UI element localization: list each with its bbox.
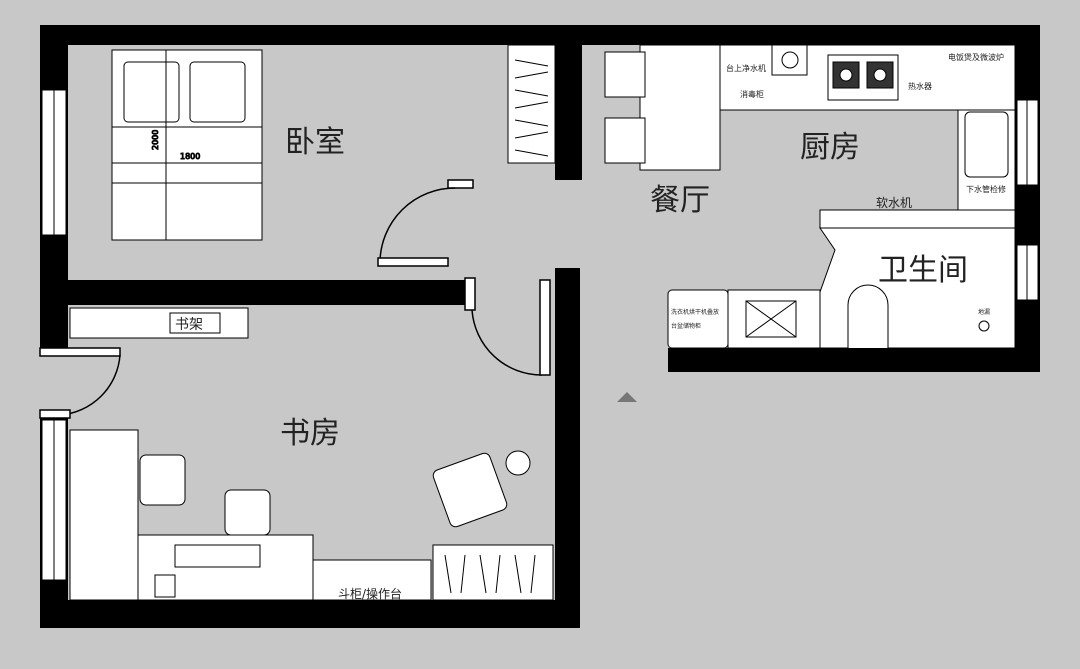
room-kitchen: 厨房 bbox=[800, 130, 860, 165]
cooker-label: 电饭煲及微波炉 bbox=[948, 52, 1004, 62]
floor-drain-label: 地漏 bbox=[978, 308, 990, 316]
room-dining: 餐厅 bbox=[650, 183, 710, 218]
washer-label: 洗衣机烘干机叠放 bbox=[671, 308, 719, 316]
room-bedroom: 卧室 bbox=[285, 125, 345, 160]
room-study: 书房 bbox=[280, 416, 340, 451]
bookshelf bbox=[69, 307, 249, 339]
softener-label: 软水机 bbox=[876, 196, 912, 210]
dining-table bbox=[604, 44, 721, 171]
bed: 2000 1800 bbox=[111, 49, 263, 241]
cabinet-label: 斗柜/操作台 bbox=[338, 586, 402, 601]
purifier-label: 台上净水机 bbox=[726, 63, 766, 73]
heater-label: 热水器 bbox=[908, 81, 932, 91]
room-bathroom: 卫生间 bbox=[878, 253, 968, 288]
bed-width: 1800 bbox=[180, 152, 200, 161]
study-furniture bbox=[69, 429, 554, 601]
wardrobe bbox=[507, 44, 556, 164]
doors bbox=[39, 179, 551, 419]
bookshelf-label: 书架 bbox=[175, 317, 203, 333]
entrance-marker-icon bbox=[617, 392, 637, 402]
windows bbox=[41, 89, 1039, 581]
kitchen-counter bbox=[719, 44, 1016, 229]
drain-check-label: 下水管检修 bbox=[966, 184, 1006, 194]
bathroom-fixtures bbox=[667, 227, 1016, 349]
bed-length: 2000 bbox=[151, 130, 160, 150]
basin-cabinet-label: 台盆储物柜 bbox=[671, 322, 701, 330]
sterilizer-label: 消毒柜 bbox=[740, 89, 764, 99]
